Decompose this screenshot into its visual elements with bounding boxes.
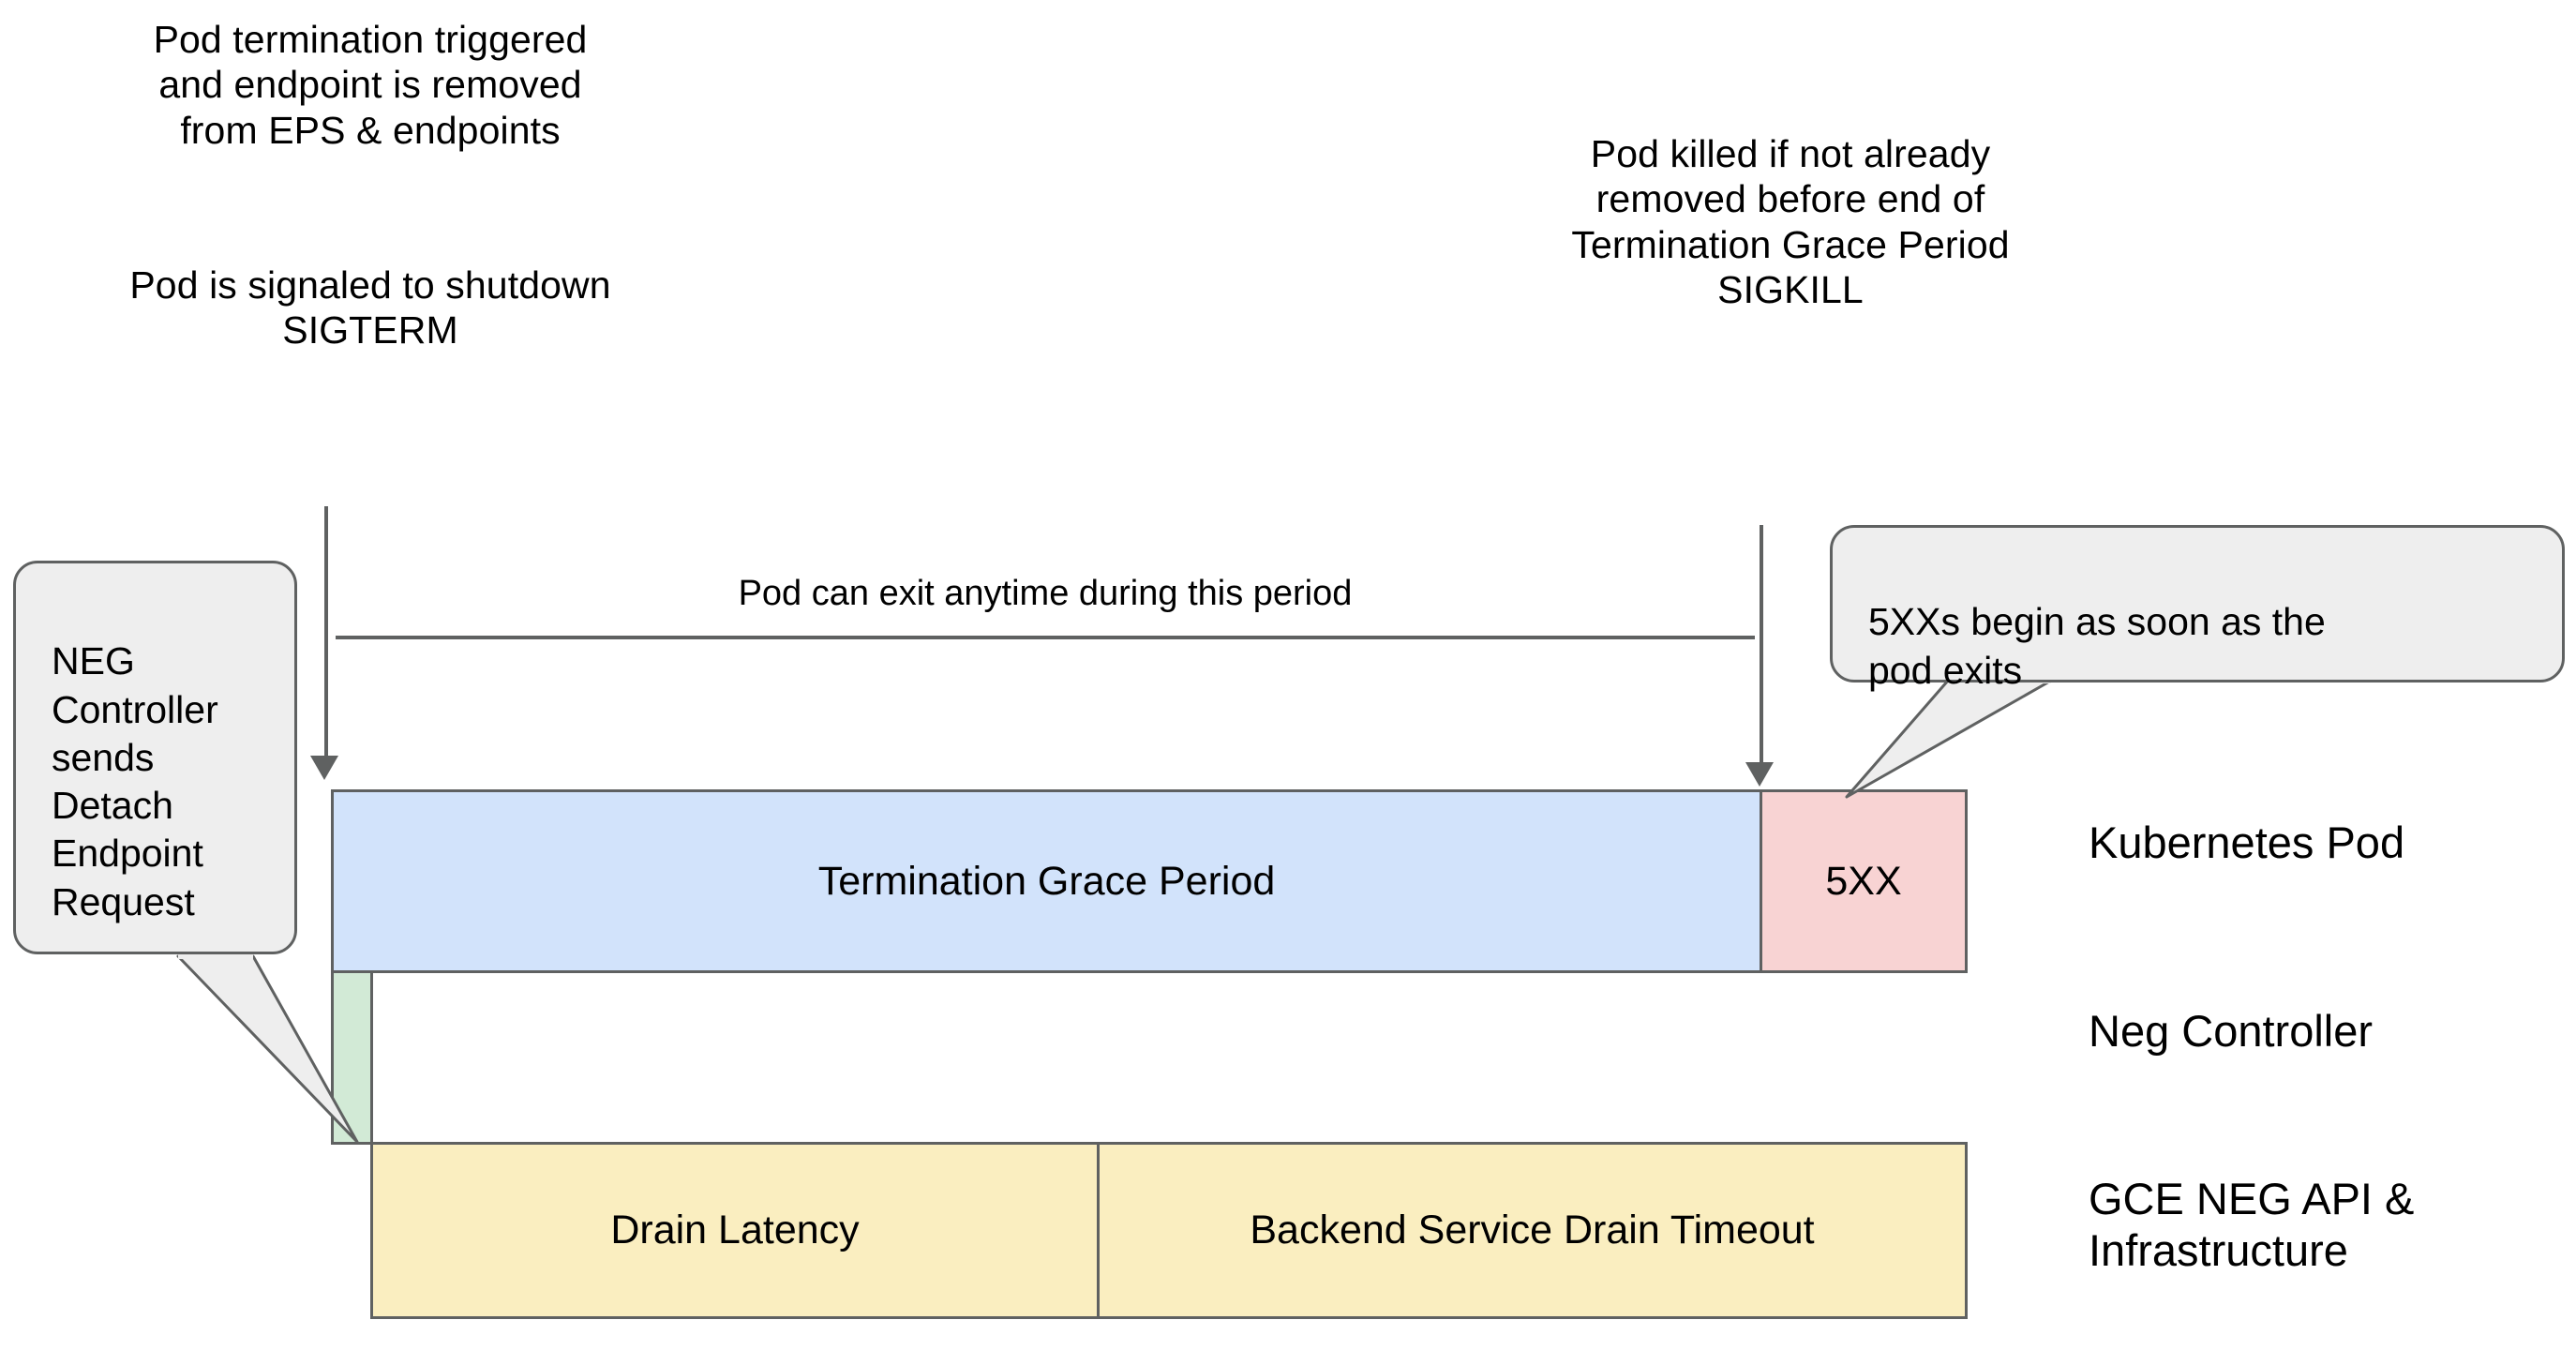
- bar-termination-grace-period[interactable]: Termination Grace Period: [331, 789, 1762, 973]
- note-pod-termination-triggered: Pod termination triggered and endpoint i…: [153, 18, 588, 152]
- bar-termination-grace-period-label: Termination Grace Period: [817, 858, 1276, 904]
- marker-line-sigkill: [1760, 525, 1763, 764]
- bar-5xx-label: 5XX: [1825, 858, 1902, 904]
- marker-arrowhead-sigkill: [1745, 762, 1774, 787]
- lane-label-gce-neg-api: GCE NEG API & Infrastructure: [2089, 1174, 2415, 1275]
- callout-neg-controller-text: NEG Controller sends Detach Endpoint Req…: [52, 639, 218, 923]
- lane-label-neg-controller: Neg Controller: [2089, 1006, 2374, 1056]
- bar-backend-service-drain-timeout[interactable]: Backend Service Drain Timeout: [1097, 1142, 1968, 1319]
- bar-drain-latency[interactable]: Drain Latency: [370, 1142, 1100, 1319]
- bar-backend-service-drain-timeout-label: Backend Service Drain Timeout: [1250, 1208, 1815, 1252]
- note-pod-killed-sigkill: Pod killed if not already removed before…: [1571, 132, 2010, 312]
- period-span-line: [336, 636, 1755, 639]
- callout-neg-controller[interactable]: NEG Controller sends Detach Endpoint Req…: [13, 561, 297, 954]
- period-span-label: Pod can exit anytime during this period: [738, 574, 1353, 613]
- bar-neg-detach[interactable]: [331, 970, 373, 1145]
- bar-drain-latency-label: Drain Latency: [610, 1208, 860, 1252]
- bar-5xx[interactable]: 5XX: [1760, 789, 1968, 973]
- marker-arrowhead-sigterm: [310, 756, 338, 780]
- note-pod-signaled-sigterm: Pod is signaled to shutdown SIGTERM: [129, 263, 611, 352]
- lane-label-kubernetes-pod: Kubernetes Pod: [2089, 818, 2405, 867]
- callout-5xx-begin-text: 5XXs begin as soon as the pod exits: [1868, 600, 2326, 692]
- marker-line-sigterm: [324, 506, 328, 758]
- callout-5xx-begin[interactable]: 5XXs begin as soon as the pod exits: [1830, 525, 2565, 692]
